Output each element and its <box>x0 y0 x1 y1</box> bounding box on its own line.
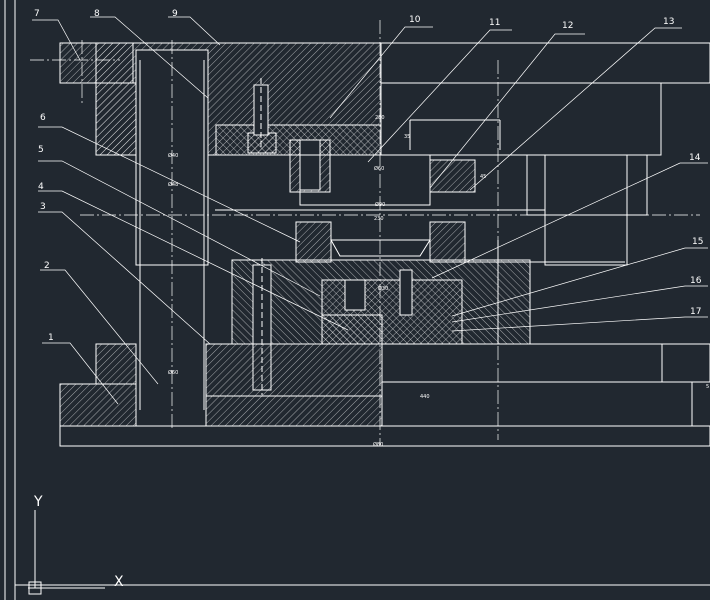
dimension-width-440: 440 <box>420 394 430 400</box>
dimension-dia-90: Ø90 <box>375 201 385 208</box>
part-label-4: 4 <box>38 182 44 192</box>
part-label-3: 3 <box>40 202 46 212</box>
center-lines <box>30 20 700 445</box>
dimension-width-230: 230 <box>374 216 384 222</box>
part-label-8: 8 <box>94 9 100 19</box>
part-label-9: 9 <box>172 9 178 19</box>
dimension-guide-upper: Ø40 <box>168 152 178 159</box>
drawing-frame <box>4 0 710 600</box>
part-label-13: 13 <box>663 17 674 27</box>
part-label-6: 6 <box>40 113 46 123</box>
part-label-12: 12 <box>562 21 573 31</box>
part-label-2: 2 <box>44 261 50 271</box>
ucs-icon <box>28 510 105 595</box>
dimension-base-dia: Ø80 <box>373 441 383 448</box>
part-label-5: 5 <box>38 145 44 155</box>
dimension-annotations: Ø40 Ø48 Ø60 Ø30 Ø60 280 35 45 Ø90 230 Ø8… <box>168 115 709 448</box>
part-label-15: 15 <box>692 237 703 247</box>
dimension-punch: Ø30 <box>378 285 388 292</box>
dimension-guide-mid: Ø48 <box>168 181 178 188</box>
dimension-height-45: 45 <box>480 174 486 180</box>
dimension-height-5: 5 <box>706 384 709 390</box>
mold-body <box>59 42 710 447</box>
part-label-7: 7 <box>34 9 40 19</box>
part-labels: 1 2 3 4 5 6 7 8 9 10 11 12 13 14 15 16 1… <box>34 9 703 343</box>
part-label-10: 10 <box>409 15 421 25</box>
part-label-17: 17 <box>690 307 701 317</box>
dimension-height-35: 35 <box>404 134 410 140</box>
leader-lines <box>32 16 708 405</box>
dimension-die: Ø60 <box>374 165 384 172</box>
dimension-width-top: 280 <box>375 115 385 121</box>
ucs-x-label: X <box>114 574 124 590</box>
part-label-11: 11 <box>489 18 500 28</box>
part-label-1: 1 <box>48 333 54 343</box>
part-label-16: 16 <box>690 276 702 286</box>
ucs-y-label: Y <box>33 494 43 510</box>
part-label-14: 14 <box>689 153 701 163</box>
dimension-guide-lower: Ø60 <box>168 369 178 376</box>
